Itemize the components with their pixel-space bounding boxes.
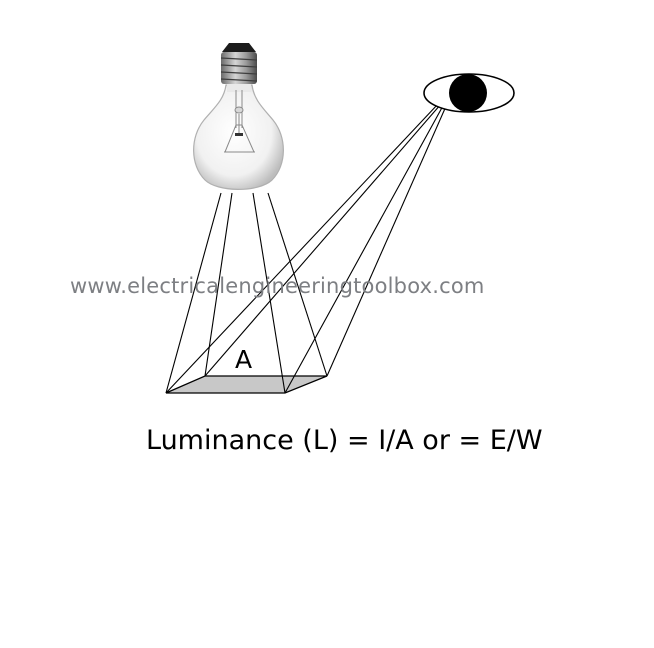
luminance-formula: Luminance (L) = I/A or = E/W: [146, 425, 543, 456]
illuminated-area: [165, 375, 328, 394]
watermark-text: www.electricalengineeringtoolbox.com: [70, 274, 485, 298]
bulb-icon: [193, 43, 284, 190]
bulb-rays: [165, 192, 328, 394]
eye-rays: [165, 103, 448, 394]
area-label: A: [235, 345, 253, 374]
eye-icon: [423, 73, 515, 113]
